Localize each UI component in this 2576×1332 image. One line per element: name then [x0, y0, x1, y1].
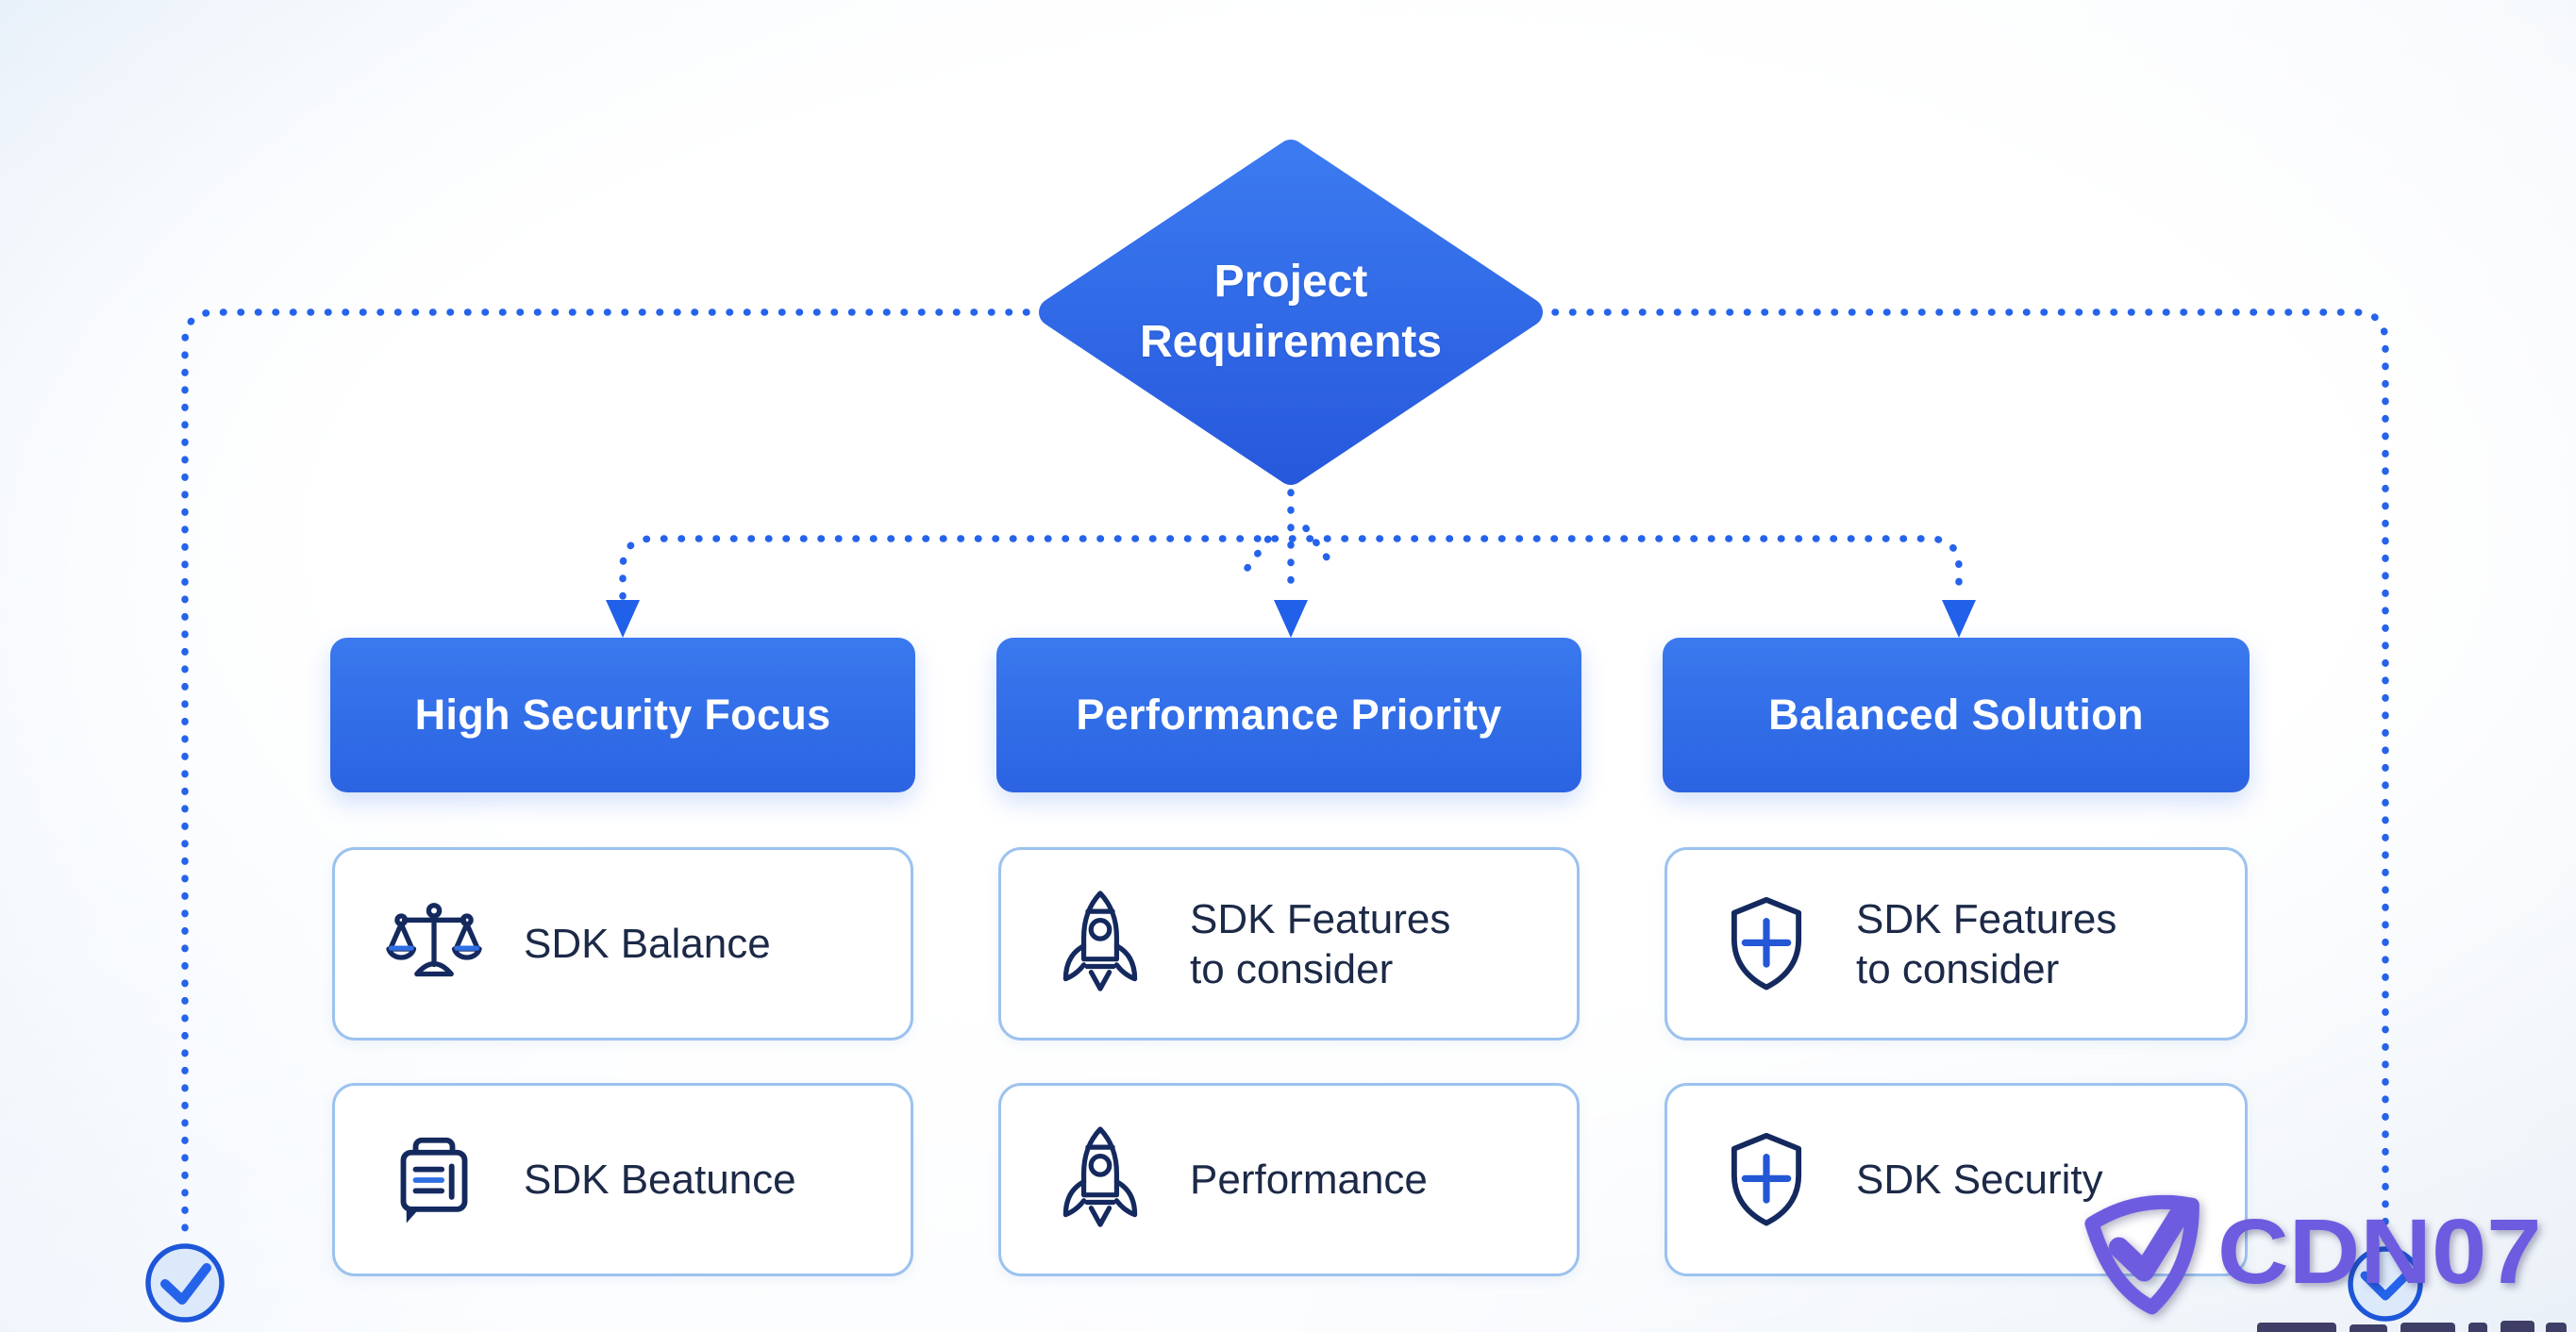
card-sdk-balance: SDK Balance	[332, 847, 913, 1041]
card-label: SDK Beatunce	[524, 1157, 796, 1203]
card-sdk-beatunce: SDK Beatunce	[332, 1083, 913, 1276]
watermark-cdn07: CDN07	[2083, 1190, 2541, 1323]
card-sdk-features-performance: SDK Features to consider	[998, 847, 1580, 1041]
card-label: SDK Features to consider	[1190, 895, 1451, 992]
shield-plus-icon	[1711, 1119, 1822, 1241]
card-label: SDK Balance	[524, 921, 771, 967]
card-label: SDK Security	[1856, 1157, 2103, 1203]
arrow-down-right	[1942, 600, 1976, 638]
balance-scale-icon	[378, 883, 490, 1006]
branch-header-label: Performance Priority	[1076, 691, 1502, 739]
connector-junction-right-diag	[1302, 524, 1338, 572]
watermark-shield-check-icon	[2084, 1194, 2200, 1315]
branch-header-label: Balanced Solution	[1768, 691, 2144, 739]
shield-plus-icon	[1711, 883, 1822, 1006]
branch-header-high-security: High Security Focus	[330, 638, 915, 792]
arrow-down-center	[1274, 600, 1308, 638]
diamond-label: Project Requirements	[1000, 99, 1581, 525]
card-label: Performance	[1190, 1157, 1428, 1203]
connector-junction-left-diag	[1244, 524, 1280, 572]
arrow-down-left	[606, 600, 640, 638]
diamond-label-line2: Requirements	[1139, 317, 1443, 367]
branch-header-balanced: Balanced Solution	[1663, 638, 2250, 792]
rocket-icon	[1045, 883, 1156, 1006]
check-icon	[160, 1263, 211, 1305]
check-circle-left	[145, 1243, 225, 1323]
branch-header-performance: Performance Priority	[996, 638, 1581, 792]
watermark-text: CDN07	[2217, 1200, 2542, 1303]
card-label: SDK Features to consider	[1856, 895, 2117, 992]
diamond-shape	[1039, 140, 1543, 485]
arrowheads	[606, 600, 1976, 638]
rocket-icon	[1045, 1119, 1156, 1241]
connector-branch	[619, 535, 1963, 600]
decision-node-project-requirements: Project Requirements	[1000, 99, 1581, 525]
card-sdk-features-balanced: SDK Features to consider	[1664, 847, 2248, 1041]
document-list-icon	[378, 1119, 490, 1241]
diamond-label-line1: Project	[1213, 257, 1368, 307]
card-performance: Performance	[998, 1083, 1580, 1276]
branch-header-label: High Security Focus	[414, 691, 831, 739]
